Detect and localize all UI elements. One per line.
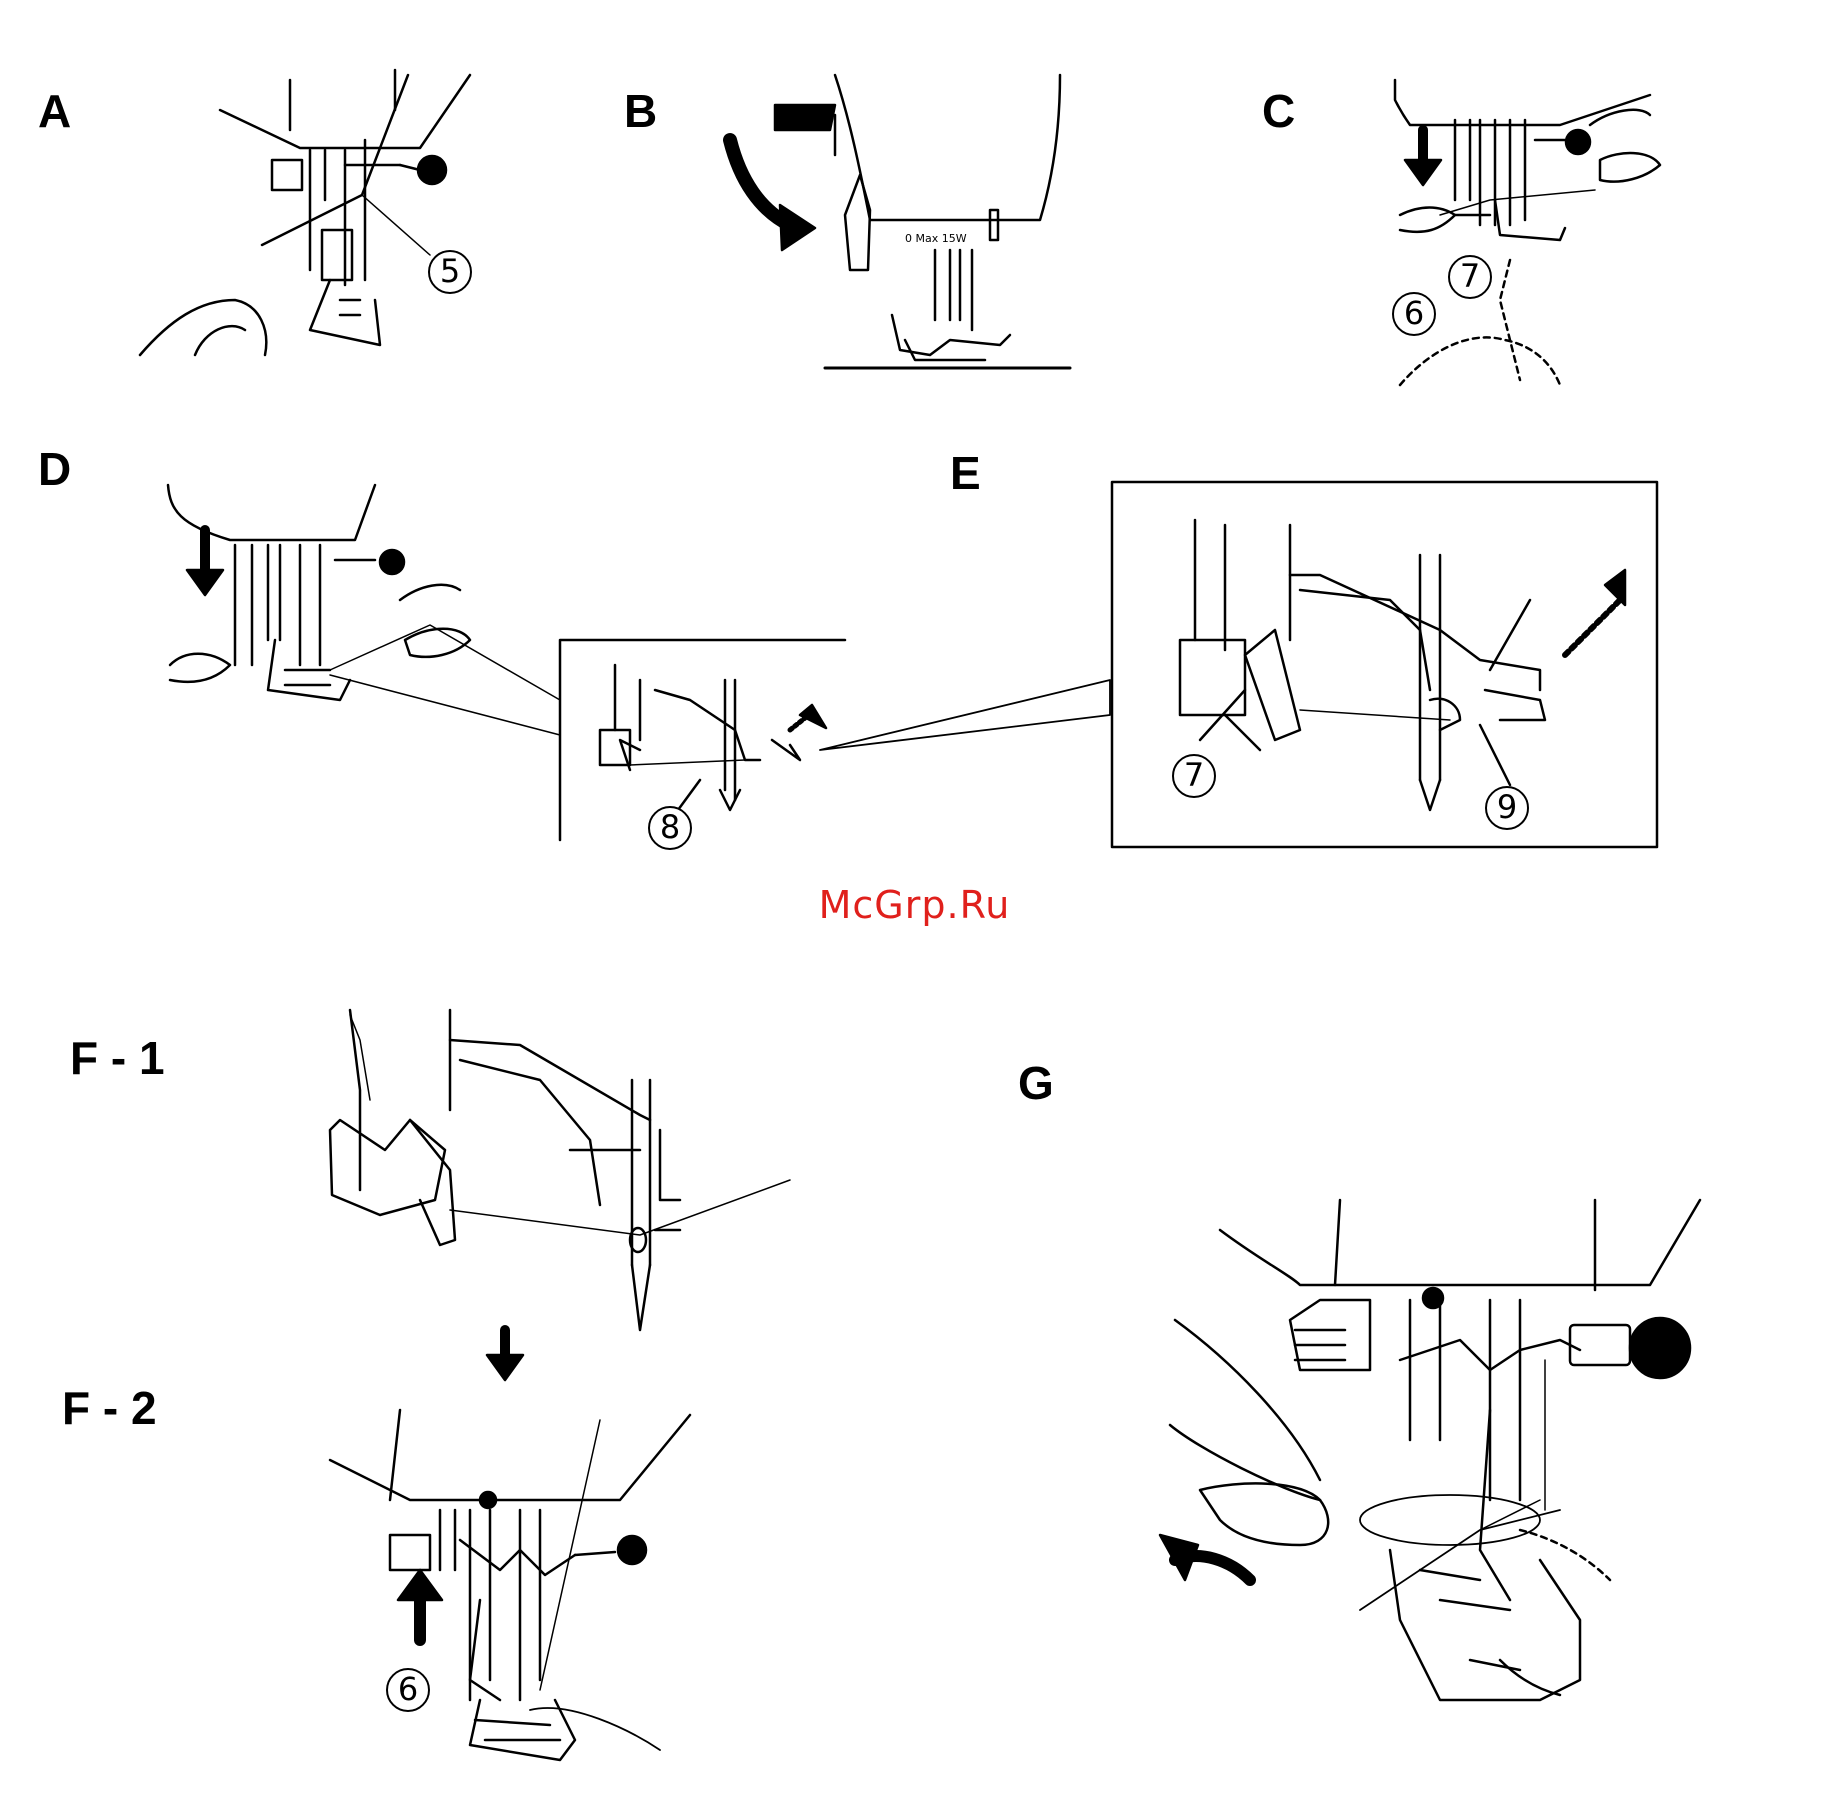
panel-g-label: G xyxy=(1018,1060,1054,1106)
panel-e-label: E xyxy=(950,450,981,496)
panel-g-drawing xyxy=(1160,1200,1700,1700)
panel-a-label: A xyxy=(38,88,71,134)
panel-f2-label: F - 2 xyxy=(62,1385,157,1431)
callout-5: 5 xyxy=(428,250,472,294)
callout-9: 9 xyxy=(1485,786,1529,830)
panel-f1-drawing xyxy=(330,1010,790,1380)
panel-b-dial-text: 0 Max 15W xyxy=(905,232,967,245)
panel-d-label: D xyxy=(38,446,71,492)
panel-a-drawing xyxy=(140,70,470,355)
watermark-text: McGrp.Ru xyxy=(0,883,1829,927)
panel-c-drawing xyxy=(1395,80,1660,385)
panel-d-e-connector xyxy=(820,680,1110,750)
panel-d-drawing xyxy=(168,485,560,735)
callout-8: 8 xyxy=(648,806,692,850)
callout-6-panel-c: 6 xyxy=(1392,292,1436,336)
panel-f2-drawing xyxy=(330,1410,690,1760)
callout-7-panel-e: 7 xyxy=(1172,754,1216,798)
panel-b-drawing xyxy=(730,75,1070,368)
panel-d-inset xyxy=(560,640,845,840)
panel-b-label: B xyxy=(624,88,657,134)
callout-6-panel-f2: 6 xyxy=(386,1668,430,1712)
callout-7-panel-c: 7 xyxy=(1448,255,1492,299)
panel-f1-label: F - 1 xyxy=(70,1035,165,1081)
panel-c-label: C xyxy=(1262,88,1295,134)
